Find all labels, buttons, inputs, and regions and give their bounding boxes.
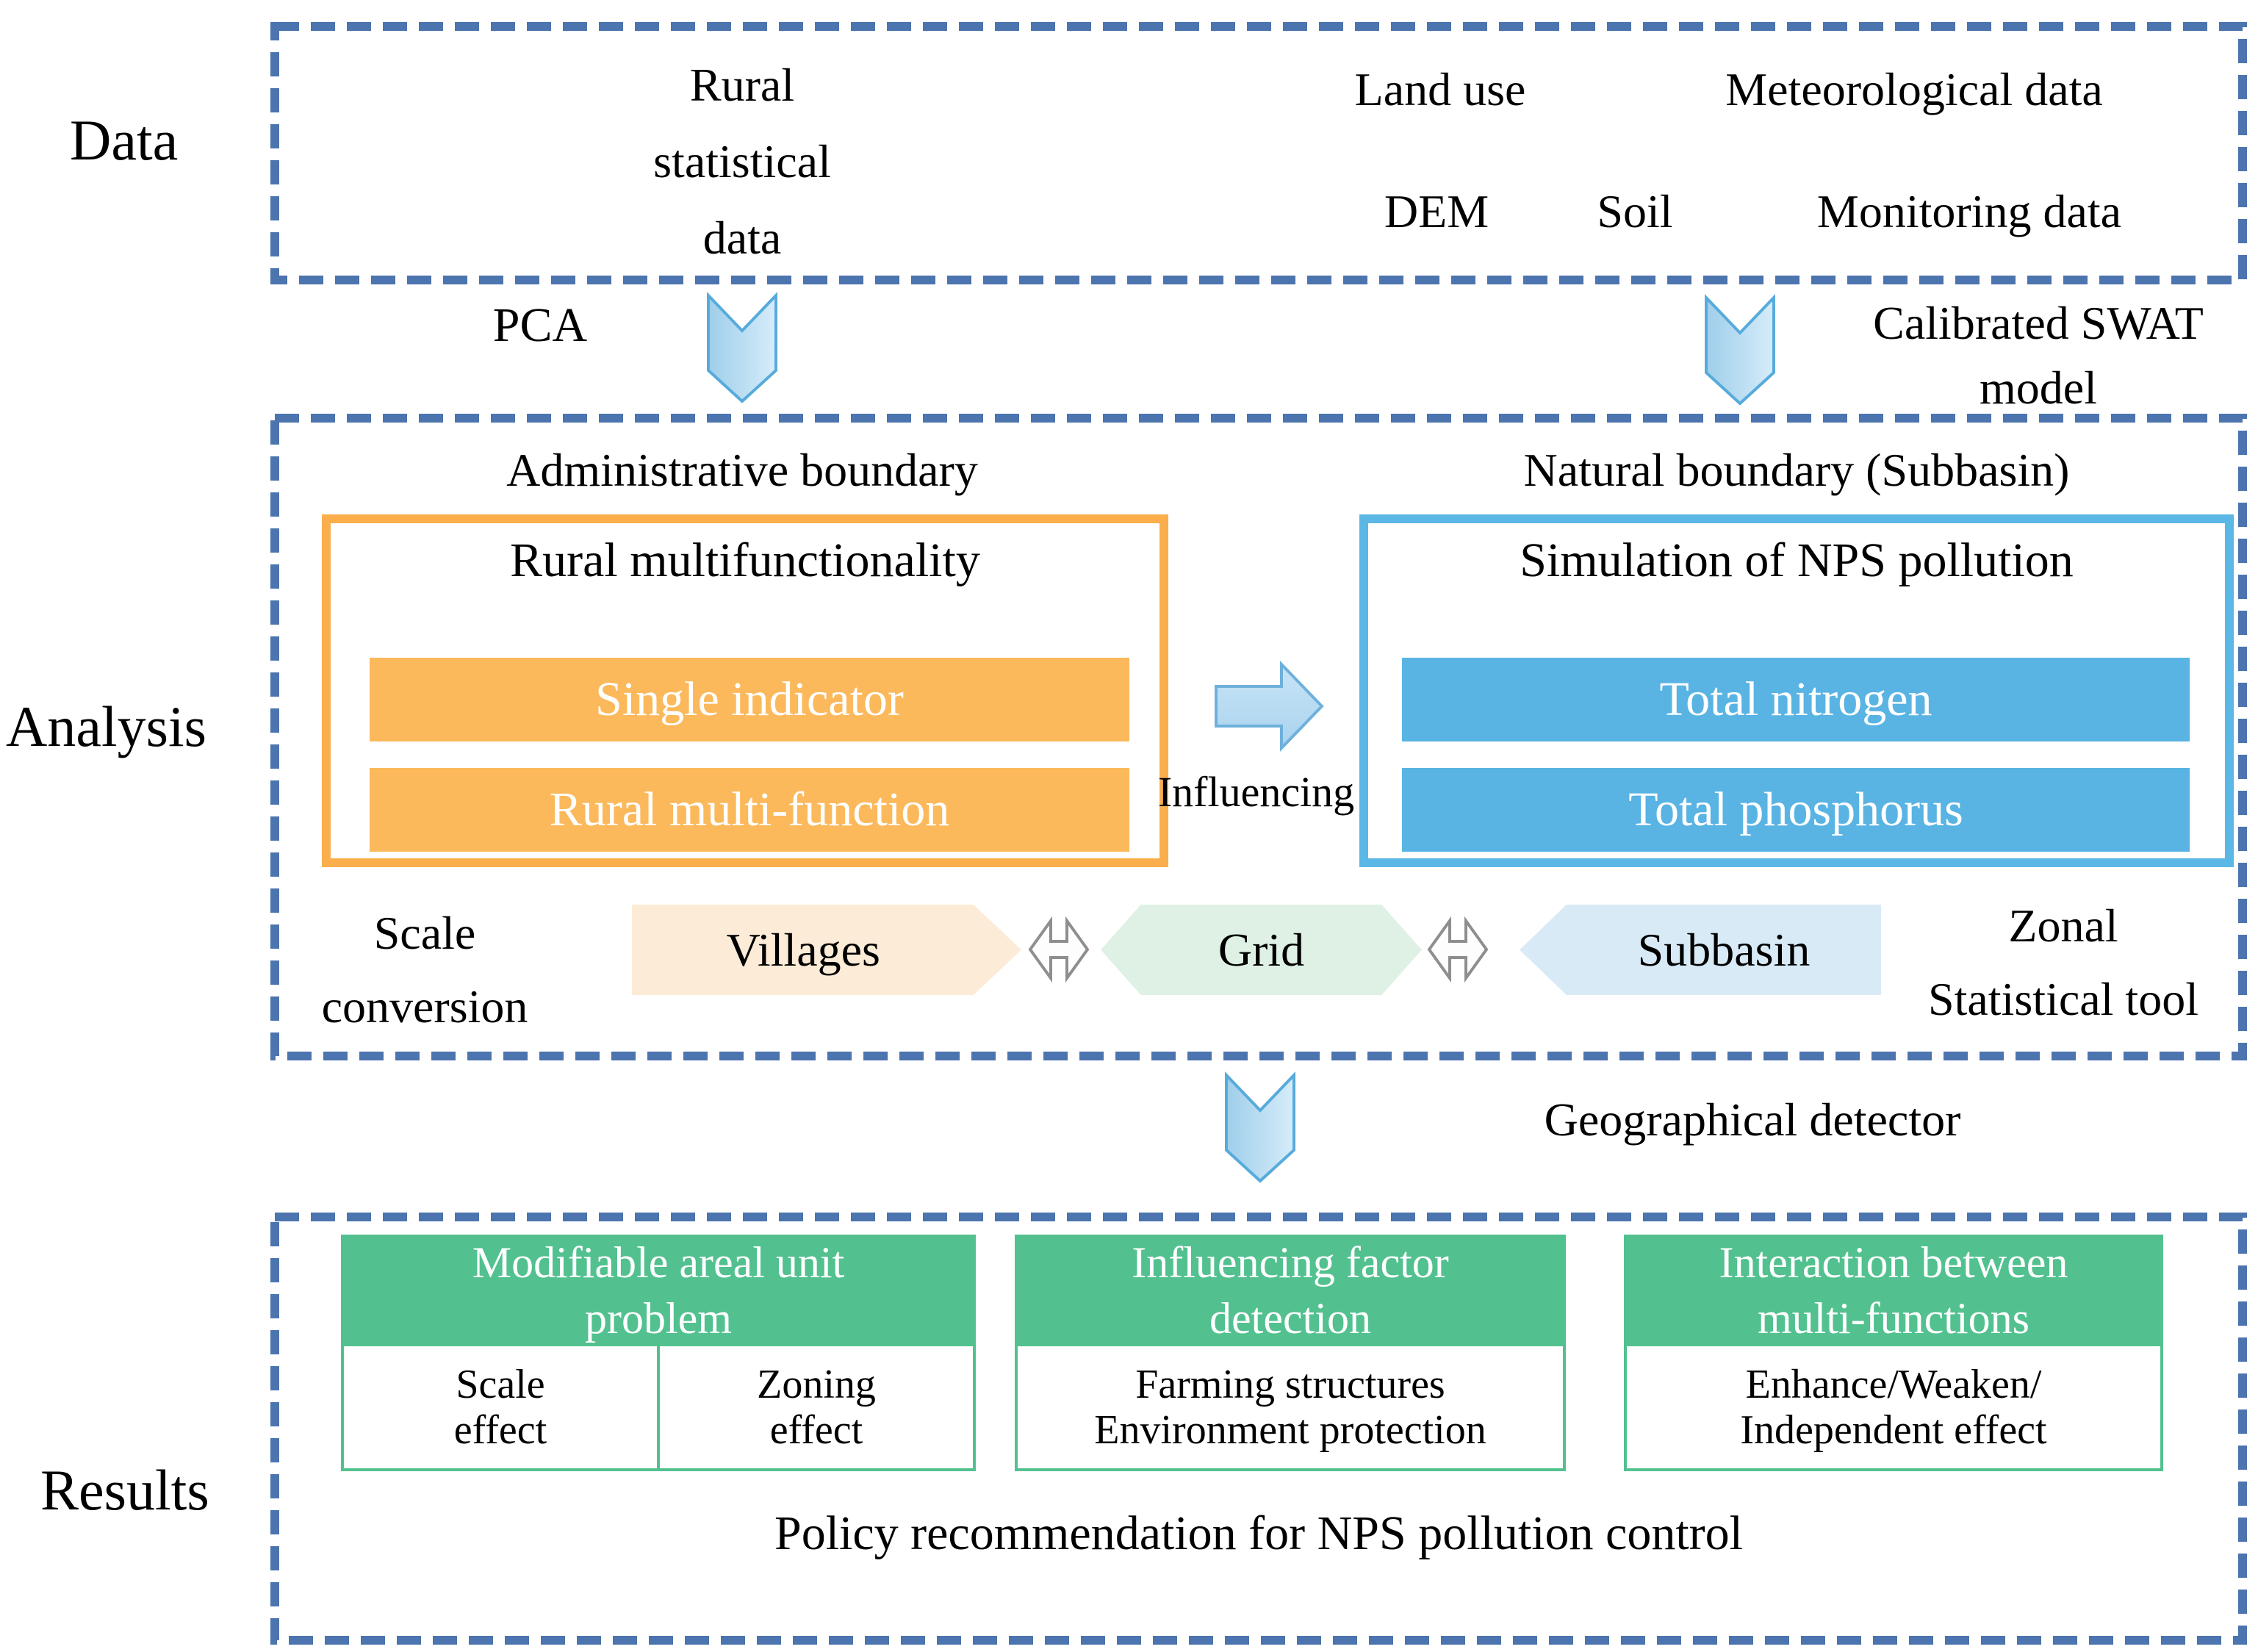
- down-chevron-arrow-icon: [1225, 1071, 1295, 1183]
- monitoring-data-label: Monitoring data: [1816, 185, 2122, 237]
- subbasin-shape: Subbasin: [1520, 905, 1881, 995]
- double-arrow-icon: [1427, 916, 1489, 983]
- interaction-body: Enhance/Weaken/ Independent effect: [1624, 1346, 2163, 1471]
- double-arrow-icon: [1028, 916, 1090, 983]
- interaction-box: Interaction between multi-functions Enha…: [1624, 1235, 2163, 1471]
- soil-label: Soil: [1597, 185, 1673, 237]
- administrative-boundary-heading: Administrative boundary: [506, 444, 978, 496]
- section-label-results: Results: [40, 1458, 209, 1522]
- rural-statistical-data-label: Rural statistical data: [653, 59, 831, 264]
- single-indicator-bar: Single indicator: [370, 658, 1129, 741]
- right-block-arrow-icon: [1215, 661, 1324, 752]
- land-use-label: Land use: [1354, 63, 1526, 115]
- grid-shape: Grid: [1101, 905, 1422, 995]
- natural-boundary-heading: Natural boundary (Subbasin): [1523, 444, 2070, 496]
- influencing-factor-header: Influencing factor detection: [1015, 1235, 1566, 1346]
- total-phosphorus-bar: Total phosphorus: [1402, 768, 2190, 852]
- modifiable-areal-unit-box: Modifiable areal unit problem Scale effe…: [341, 1235, 976, 1471]
- modifiable-areal-unit-header: Modifiable areal unit problem: [341, 1235, 976, 1346]
- influencing-label: Influencing: [1157, 768, 1355, 816]
- data-section-dashed-box: [270, 22, 2247, 284]
- nps-simulation-title: Simulation of NPS pollution: [1520, 534, 2074, 587]
- dem-label: DEM: [1384, 185, 1489, 237]
- influencing-factor-box: Influencing factor detection Farming str…: [1015, 1235, 1566, 1471]
- modifiable-areal-unit-body: Scale effect Zoning effect: [341, 1346, 976, 1471]
- zonal-statistical-tool-label: Zonal Statistical tool: [1928, 899, 2198, 1025]
- analysis-section-dashed-box: [270, 414, 2247, 1060]
- zoning-effect-cell: Zoning effect: [657, 1346, 973, 1468]
- calibrated-swat-model-label: Calibrated SWAT model: [1873, 297, 2204, 414]
- meteorological-data-label: Meteorological data: [1725, 63, 2103, 115]
- villages-shape: Villages: [632, 905, 1021, 995]
- interaction-header: Interaction between multi-functions: [1624, 1235, 2163, 1346]
- scale-effect-cell: Scale effect: [453, 1362, 547, 1453]
- down-chevron-arrow-icon: [707, 292, 777, 403]
- section-label-data: Data: [70, 108, 179, 172]
- influencing-factor-body: Farming structures Environment protectio…: [1015, 1346, 1566, 1471]
- farming-environment-cell: Farming structures Environment protectio…: [1094, 1362, 1486, 1453]
- policy-recommendation-label: Policy recommendation for NPS pollution …: [774, 1506, 1743, 1560]
- enhance-weaken-cell: Enhance/Weaken/ Independent effect: [1740, 1362, 2047, 1453]
- results-section-dashed-box: [270, 1213, 2247, 1645]
- scale-conversion-label: Scale conversion: [321, 907, 528, 1032]
- pca-label: PCA: [492, 298, 588, 352]
- down-chevron-arrow-icon: [1705, 294, 1775, 406]
- total-nitrogen-bar: Total nitrogen: [1402, 658, 2190, 741]
- geographical-detector-label: Geographical detector: [1544, 1093, 1961, 1146]
- rural-multi-function-bar: Rural multi-function: [370, 768, 1129, 852]
- rural-multifunctionality-title: Rural multifunctionality: [510, 534, 980, 587]
- section-label-analysis: Analysis: [6, 694, 206, 758]
